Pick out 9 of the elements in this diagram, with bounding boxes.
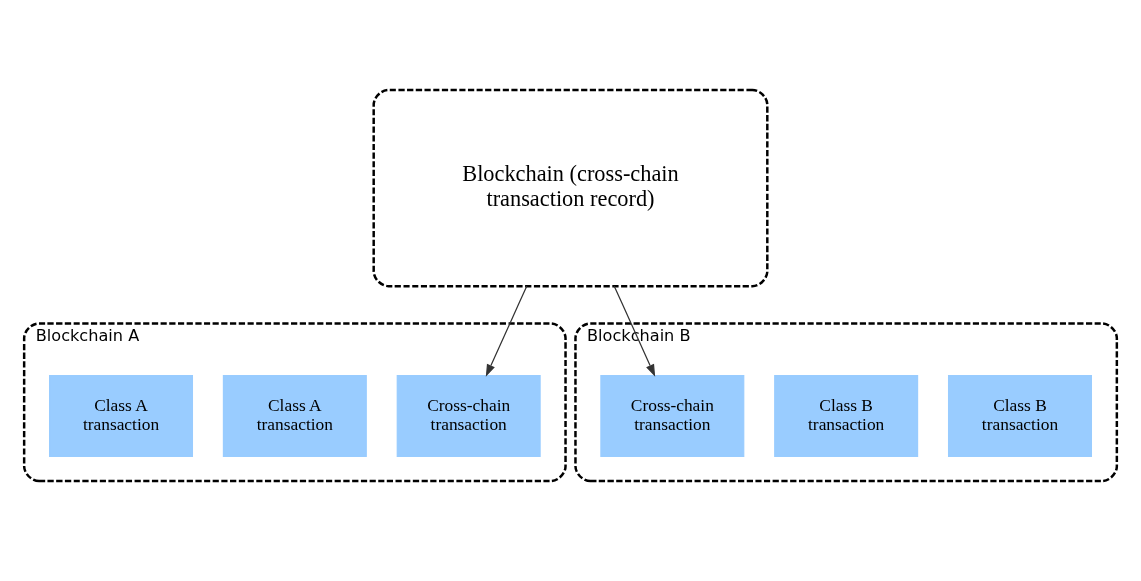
node-box: Cross-chain transaction	[396, 374, 541, 457]
node-box: Class B transaction	[948, 374, 1092, 457]
arrow	[613, 285, 656, 377]
node-box: Class A transaction	[49, 374, 193, 457]
arrow	[485, 285, 528, 377]
node-box: Cross-chain transaction	[600, 374, 745, 457]
node-box: Class A transaction	[222, 374, 367, 457]
node-box: Class B transaction	[774, 374, 919, 457]
node-box: Blockchain (cross-chain transaction record)	[372, 88, 769, 288]
